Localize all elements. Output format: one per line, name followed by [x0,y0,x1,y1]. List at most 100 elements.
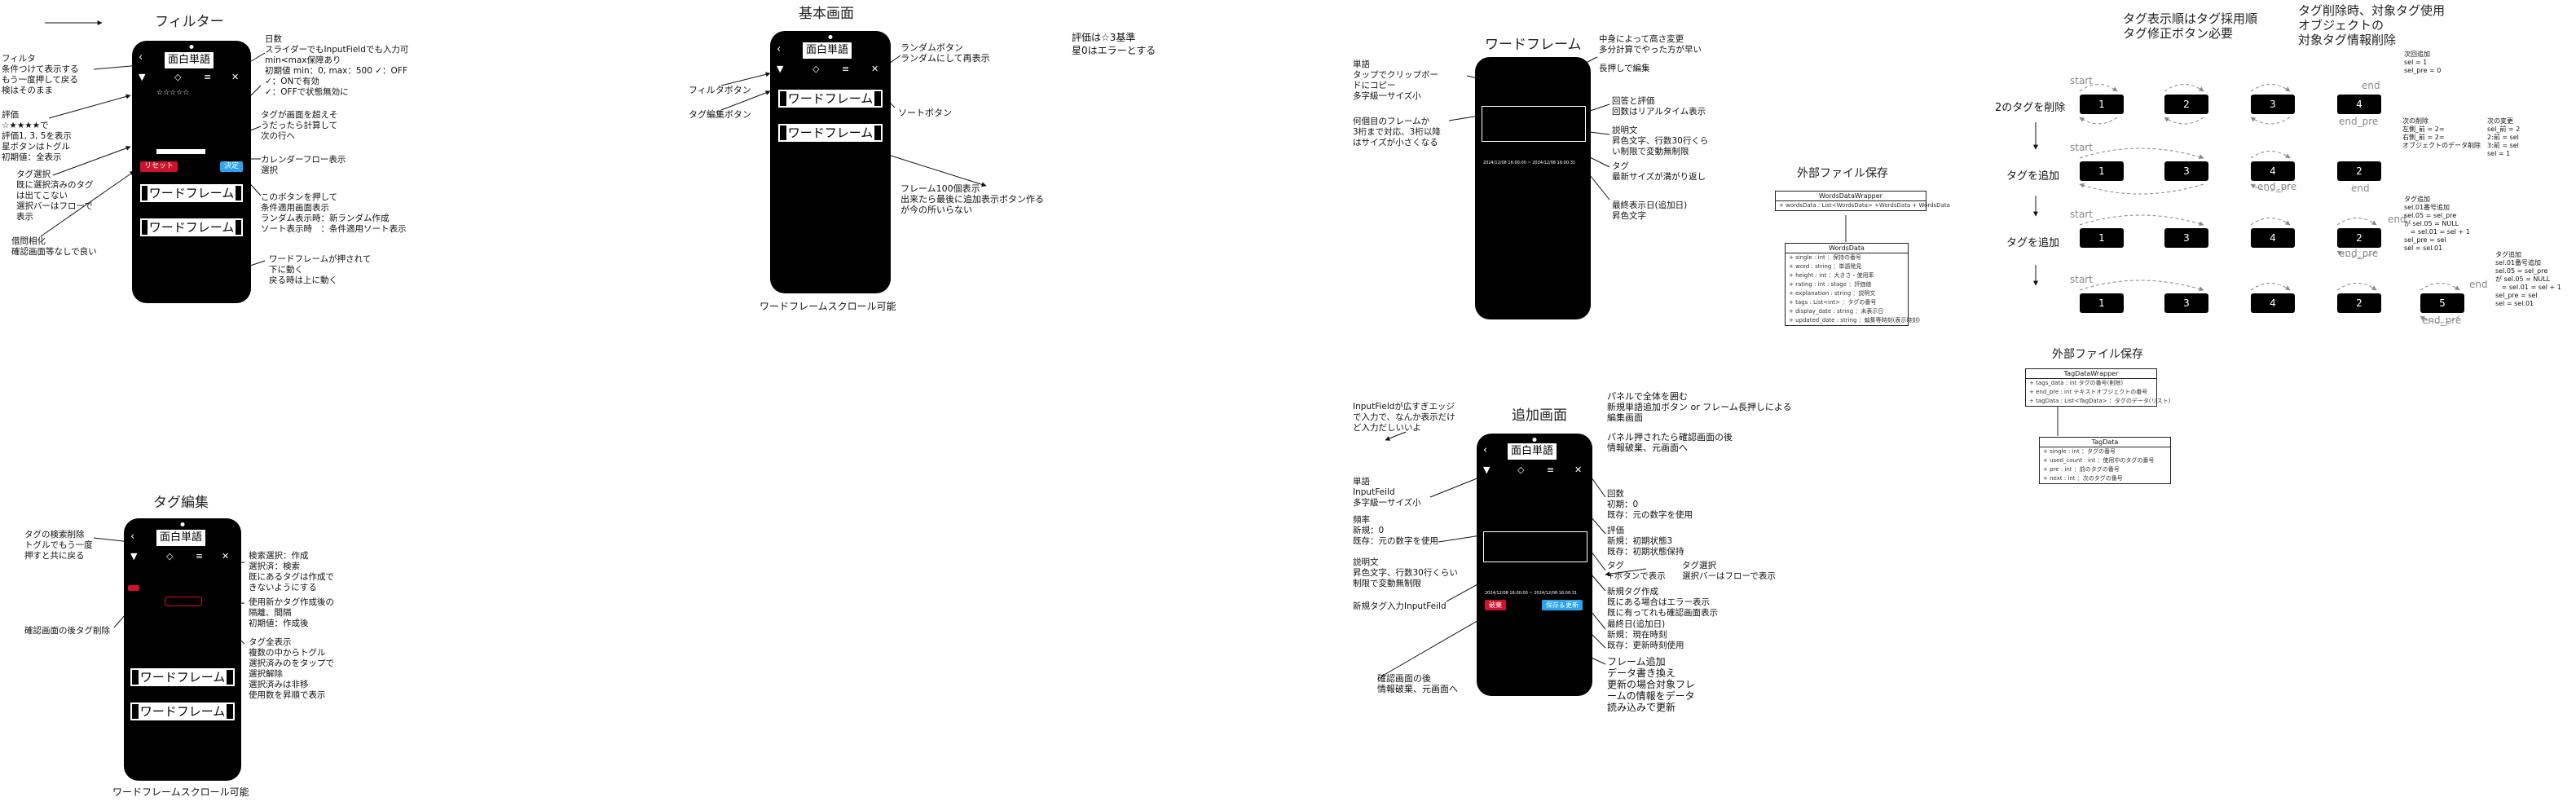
basic-note-tagedit: タグ編集ボタン [689,109,751,120]
graph-title-2: タグ修正ボタン必要 [2123,26,2234,41]
wf-note-rating: 回答と評価 回数はリアルタイム表示 [1612,96,1706,117]
basic-note-rating: 評価は☆3基準 星0はエラーとする [1072,32,1156,56]
tagedit-note-search: タグの検索削除 トグルでもう一度 押すと共に戻る [24,530,93,561]
add-note-inputfield: InputFieldが広すぎエッジ で入力で、なんか表示だけ ど入力だしいいよ [1353,402,1455,433]
reset-button[interactable]: リセット [140,161,178,172]
tag-node: 4 [2337,95,2381,114]
tagedit-note-all: タグ全表示 複数の中からトグル 選択済みのをタップで 選択解除 選択済みは非移 … [249,637,334,700]
shuffle-icon[interactable]: ✕ [222,551,230,562]
back-icon[interactable]: ‹ [139,51,143,64]
wf-note-longpress: 長押しで編集 [1599,64,1650,73]
filter-icon[interactable]: ▼ [130,551,138,562]
extfile1-title: 外部ファイル保存 [1797,167,1888,180]
tagedit-phone: ‹ 面白単語 ▼ ◇ ≡ ✕ ワードフレーム ワードフレーム [124,518,241,781]
discard-button[interactable]: 破棄 [1485,600,1506,610]
filter-note-days: 日数 スライダーでもInputFieldでも入力可 min<max保障あり 初期… [265,34,409,97]
save-update-button[interactable]: 保存＆更新 [1542,600,1583,610]
tagedit-note-delete: 確認画面の後タグ削除 [24,626,110,636]
word-frame-2[interactable]: ワードフレーム [778,124,883,142]
shuffle-icon[interactable]: ✕ [871,64,879,74]
tag-data-wrapper-box: TagDataWrapper + tags_data : int タグの番号(削… [2025,368,2170,407]
back-icon[interactable]: ‹ [777,43,782,55]
start-label: start [2070,209,2093,220]
tagedit-title: タグ編集 [153,495,209,511]
tag-node: 1 [2080,161,2124,181]
tag-node: 3 [2164,161,2208,181]
tag-icon[interactable]: ◇ [1517,465,1525,475]
edit-timestamp: 2024/12/08 16:00:00 ~ 2024/12/08 16:00:3… [1485,591,1578,596]
shuffle-icon[interactable]: ✕ [1574,465,1583,475]
start-label: start [2070,274,2093,285]
add-note-tag: タグ +ボタンで表示 [1607,561,1666,581]
end-pre-label: end_pre [2422,315,2462,326]
tagedit-note-order: 使用新かタグ作成後の 隔離、間隔 初期値：作成後 [249,597,334,628]
add-note-rating: 評価 新規：初期状態3 既存：初期状態保持 [1607,526,1684,557]
filter-note-apply: このボタンを押して 条件適用画面表示 ランダム表示時：新ランダム作成 ソート表示… [261,192,407,234]
end-label: end [2351,183,2370,194]
word-frame-2[interactable]: ワードフレーム [130,702,235,720]
sort-icon[interactable]: ≡ [196,551,204,562]
words-data-box: WordsData + single : int ：保持の番号 + word :… [1785,243,1920,326]
graph-code-3: 次の変更 sel_前 = 2 2:前 = sel 3:前 = sel sel =… [2487,117,2521,157]
ok-button[interactable]: 決定 [220,161,244,172]
tag-icon[interactable]: ◇ [174,72,182,82]
filter-icon[interactable]: ▼ [777,64,784,74]
graph-code-4: タグ追加 sel.01番号追加 sel.05 = sel_pre が sel.0… [2404,196,2470,252]
add-note-times: 回数 初期：0 既存：元の数字を使用 [1607,489,1693,520]
end-label: end [2388,214,2406,225]
app-title: 面白単語 [156,530,206,546]
tag-node: 4 [2251,161,2295,181]
basic-phone: ‹ 面白単語 ▼ ◇ ≡ ✕ ワードフレーム ワードフレーム [770,31,891,293]
tag-node: 1 [2080,293,2124,313]
add-note-panelclick: パネル押されたら確認画面の後 情報破棄、元画面へ [1607,432,1733,453]
wf-note-word: 単語 タップでクリップボー ドにコピー 多字級一サイズ小 [1353,59,1438,101]
word-frame-1[interactable]: ワードフレーム [130,668,235,686]
tag-node: 1 [2080,95,2124,114]
word-frame-card[interactable] [1482,106,1586,142]
graph-title-1: タグ表示順はタグ採用順 [2123,11,2258,26]
date-slider[interactable] [156,149,205,154]
start-label: start [2070,75,2093,86]
graph-title-4: オブジェクトの [2298,18,2384,33]
add-title: 追加画面 [1512,407,1567,424]
tag-icon[interactable]: ◇ [166,551,174,562]
wordframe-phone: 2024/12/08 16:00:00 ~ 2024/12/08 16:00:3… [1475,57,1591,319]
word-frame-1[interactable]: ワードフレーム [140,184,243,202]
start-label: start [2070,142,2093,153]
graph-row-label-1: 2のタグを削除 [1995,102,2066,114]
add-note-word: 単語 InputFeild 多字級一サイズ小 [1353,477,1421,508]
sort-icon[interactable]: ≡ [204,72,212,82]
sort-icon[interactable]: ≡ [1547,465,1555,475]
edit-word-input[interactable] [1483,531,1587,562]
wf-note-index: 何個目のフレームか 3桁まで対応、3桁以降 はサイズが小さくなる [1353,117,1441,148]
graph-title-3: タグ削除時、対象タグ使用 [2298,3,2446,18]
end-pre-label: end_pre [2257,181,2297,192]
tag-name-input[interactable] [165,597,202,606]
word-frame-2[interactable]: ワードフレーム [140,218,243,236]
basic-note-frames: フレーム100個表示 出来たら最後に追加表示ボタン作る が今の所いらない [900,183,1044,215]
filter-icon[interactable]: ▼ [1483,465,1491,475]
delete-tag-button[interactable] [128,585,139,591]
add-note-newtag: 新規タグ入力InputFeild [1353,601,1447,611]
tag-icon[interactable]: ◇ [812,64,820,74]
tag-node: 2 [2337,293,2381,313]
word-frame-1[interactable]: ワードフレーム [778,90,883,108]
graph-code-2: 次の削除 左側_前 = 2= 右側_前 = 2= オブジェクトのデータ削除 [2402,117,2481,149]
filter-note-move: ワードフレームが押されて 下に動く 戻る時は上に動く [269,254,372,285]
star-rating[interactable]: ☆☆☆☆☆ [156,89,190,97]
tagedit-note-create: 検索選択：作成 選択済：検索 既にあるタグは作成で きないようにする [249,551,334,592]
tag-node: 2 [2337,161,2381,181]
sort-icon[interactable]: ≡ [842,64,850,74]
basic-title: 基本画面 [799,6,854,22]
wf-note-height: 中身によって高さ変更 多分計算でやった方が早い [1599,34,1702,55]
add-note-confirm: 確認画面の後 情報破棄、元画面へ [1377,673,1458,694]
frame-timestamp: 2024/12/08 16:00:00 ~ 2024/12/08 16:00:3… [1483,161,1576,165]
graph-code-5: タグ追加 sel.01番号追加 sel.05 = sel_pre が sel.0… [2495,251,2561,307]
app-title: 面白単語 [1508,443,1557,460]
filter-icon[interactable]: ▼ [139,72,146,82]
basic-note-sort: ソートボタン [898,108,952,118]
back-icon[interactable]: ‹ [1483,444,1488,456]
filter-note-tagselect: タグ選択 既に選択済みのタグ は出てこない 選択バーはフローで 表示 [16,170,94,222]
shuffle-icon[interactable]: ✕ [231,72,240,82]
back-icon[interactable]: ‹ [130,531,135,543]
